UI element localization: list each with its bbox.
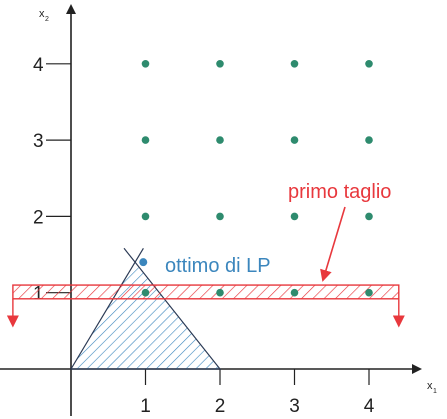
integer-point xyxy=(290,288,299,297)
x-axis-label-subscript: 1 xyxy=(433,388,437,395)
cut-label-arrow xyxy=(320,206,346,282)
integer-point xyxy=(365,212,373,221)
integer-points xyxy=(141,60,373,297)
integer-point xyxy=(141,212,150,221)
y-tick-label: 2 xyxy=(33,207,44,228)
integer-point xyxy=(216,136,224,144)
integer-point xyxy=(365,60,373,68)
y-tick-label: 4 xyxy=(33,55,44,76)
integer-point xyxy=(216,288,224,297)
x-ticks: 1 2 3 4 xyxy=(140,369,375,417)
constraint-line-right xyxy=(123,247,136,263)
y-axis-label: x xyxy=(39,8,45,20)
integer-point xyxy=(290,136,299,144)
x-tick-label: 2 xyxy=(215,396,226,417)
integer-point xyxy=(141,136,150,144)
x-tick-label: 1 xyxy=(140,396,151,417)
x-tick-label: 3 xyxy=(289,396,300,417)
cut-label: primo taglio xyxy=(288,181,391,203)
integer-point xyxy=(141,288,150,297)
optimum-label: ottimo di LP xyxy=(165,255,271,277)
x-tick-label: 4 xyxy=(364,396,375,417)
integer-point xyxy=(365,288,373,297)
integer-point xyxy=(290,212,299,221)
lp-optimum-point xyxy=(139,258,148,267)
integer-point xyxy=(290,60,299,68)
integer-point xyxy=(216,212,224,221)
y-axis-label-subscript: 2 xyxy=(45,16,49,23)
integer-point xyxy=(216,60,224,68)
constraint-line-left xyxy=(134,247,144,263)
integer-point xyxy=(365,136,373,144)
x-axis-label: x xyxy=(427,380,433,392)
y-tick-label: 3 xyxy=(33,131,44,152)
feasible-region xyxy=(69,261,222,370)
cut-band xyxy=(12,284,400,300)
integer-point xyxy=(141,60,150,68)
